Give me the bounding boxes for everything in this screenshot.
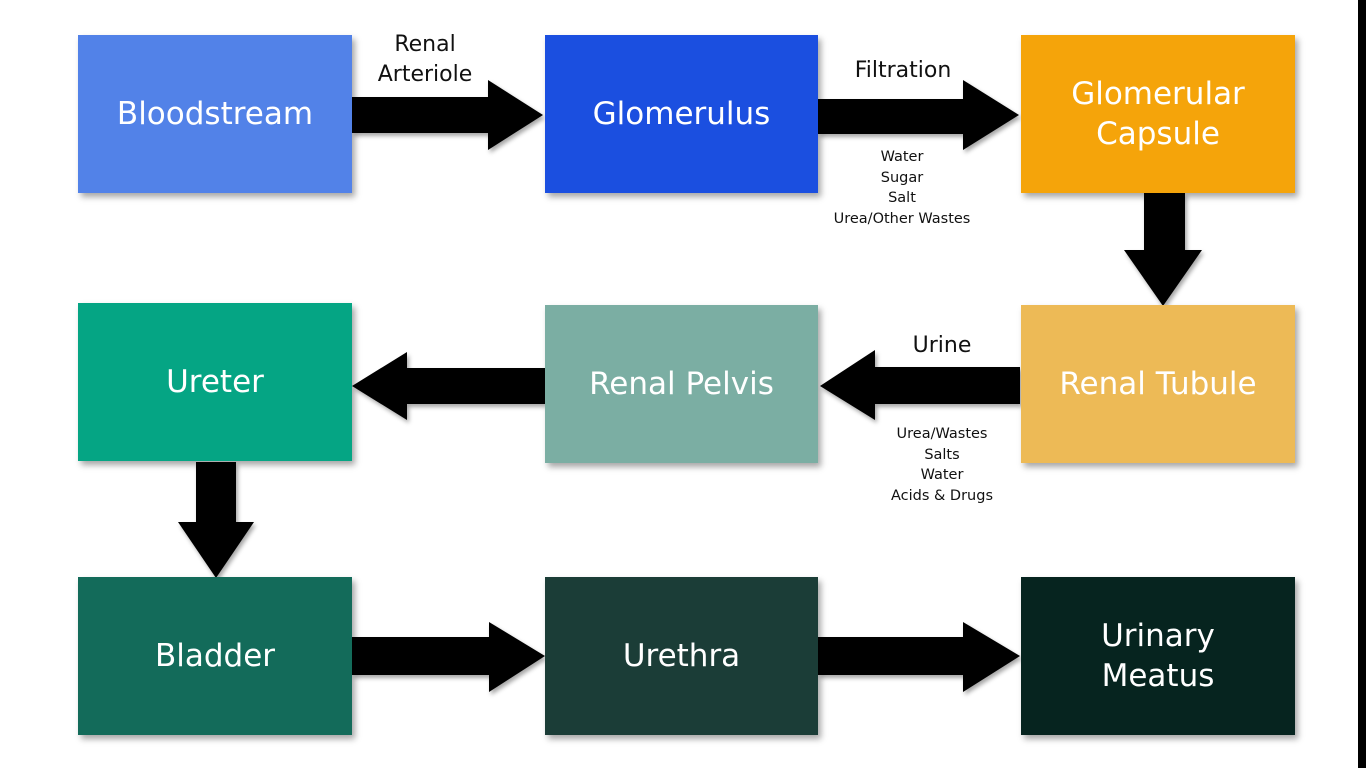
node-renal-tubule: Renal Tubule (1021, 305, 1295, 463)
arrow-glomerulus-to-capsule (818, 80, 1019, 150)
arrow-capsule-to-tubule (1124, 193, 1202, 306)
node-bloodstream: Bloodstream (78, 35, 352, 193)
node-glomerulus-label: Glomerulus (592, 96, 771, 132)
edge-label-urine: Urine (912, 333, 972, 358)
node-ureter: Ureter (78, 303, 352, 461)
node-renal-pelvis: Renal Pelvis (545, 305, 818, 463)
arrow-ureter-to-bladder (178, 462, 254, 578)
arrow-bloodstream-to-glomerulus (352, 80, 543, 150)
node-urethra-label: Urethra (622, 638, 741, 674)
arrow-pelvis-to-ureter (352, 352, 545, 420)
arrow-urethra-to-meatus (818, 622, 1020, 692)
node-bladder: Bladder (78, 577, 352, 735)
edge-label-urine-contents: Urea/Wastes Salts Water Acids & Drugs (890, 426, 994, 504)
arrow-bladder-to-urethra (352, 622, 545, 692)
edge-label-filtrate-contents: Water Sugar Salt Urea/Other Wastes (833, 149, 971, 227)
node-glomerulus: Glomerulus (545, 35, 818, 193)
node-bloodstream-label: Bloodstream (116, 96, 314, 132)
node-urinary-meatus-label: Urinary Meatus (1101, 618, 1215, 694)
right-edge-bar (1358, 0, 1366, 768)
node-bladder-label: Bladder (154, 638, 276, 674)
node-urinary-meatus: Urinary Meatus (1021, 577, 1295, 735)
node-urethra: Urethra (545, 577, 818, 735)
arrow-tubule-to-pelvis (820, 350, 1020, 420)
node-renal-pelvis-label: Renal Pelvis (589, 366, 774, 402)
edge-label-filtration: Filtration (854, 58, 952, 83)
node-ureter-label: Ureter (166, 364, 264, 400)
node-glomerular-capsule: Glomerular Capsule (1021, 35, 1295, 193)
edge-label-renal-arteriole: Renal Arteriole (377, 32, 473, 87)
node-renal-tubule-label: Renal Tubule (1059, 366, 1257, 402)
node-glomerular-capsule-label: Glomerular Capsule (1071, 76, 1245, 152)
